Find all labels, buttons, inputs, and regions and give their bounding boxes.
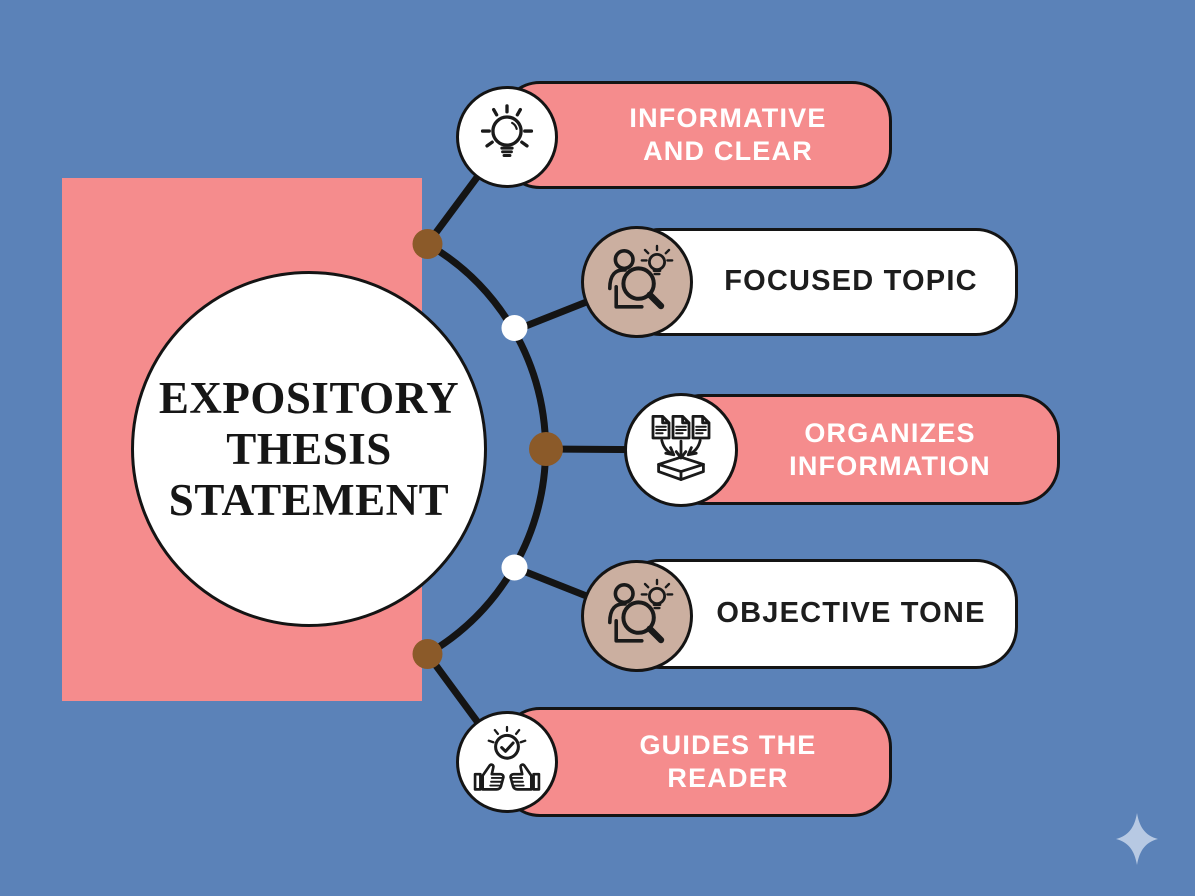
pill-label-line: AND CLEAR <box>643 136 813 166</box>
documents-box-icon <box>624 393 738 507</box>
pill-label: GUIDES THE READER <box>639 729 816 795</box>
pill-focused-topic: FOCUSED TOPIC <box>618 228 1018 336</box>
pill-label-line: READER <box>667 763 789 793</box>
pill-label-line: OBJECTIVE TONE <box>716 597 986 630</box>
pill-label: OBJECTIVE TONE <box>716 596 985 631</box>
title-line-1: EXPOSITORY <box>158 372 460 423</box>
lightbulb-icon <box>456 86 558 188</box>
title-line-2: THESIS <box>226 423 392 474</box>
pill-label: ORGANIZES INFORMATION <box>789 417 991 483</box>
title-line-3: STATEMENT <box>168 474 450 525</box>
pill-label: INFORMATIVE AND CLEAR <box>629 102 826 168</box>
pill-label-line: FOCUSED TOPIC <box>724 265 978 298</box>
pill-label-line: INFORMATIVE <box>629 103 827 134</box>
pill-informative-and-clear: INFORMATIVE AND CLEAR <box>500 81 892 189</box>
node-dot-brown-3 <box>412 639 443 669</box>
sparkle-icon <box>1116 813 1158 865</box>
node-dot-white-2 <box>501 554 528 581</box>
center-title-circle: EXPOSITORY THESIS STATEMENT <box>131 271 487 627</box>
pill-label: FOCUSED TOPIC <box>724 264 978 299</box>
thumbs-up-check-icon <box>456 711 558 813</box>
person-magnifier-icon <box>581 226 693 338</box>
sparkle-shape <box>1116 813 1158 865</box>
pill-label-line: ORGANIZES <box>804 417 976 448</box>
pill-label-line: GUIDES THE <box>639 730 817 761</box>
pill-label-line: INFORMATION <box>789 450 991 481</box>
node-dot-white-1 <box>501 315 528 341</box>
pill-guides-the-reader: GUIDES THE READER <box>500 707 892 817</box>
node-dot-brown-2 <box>529 432 563 466</box>
person-magnifier-icon <box>581 560 693 672</box>
node-dot-brown-1 <box>412 229 443 259</box>
